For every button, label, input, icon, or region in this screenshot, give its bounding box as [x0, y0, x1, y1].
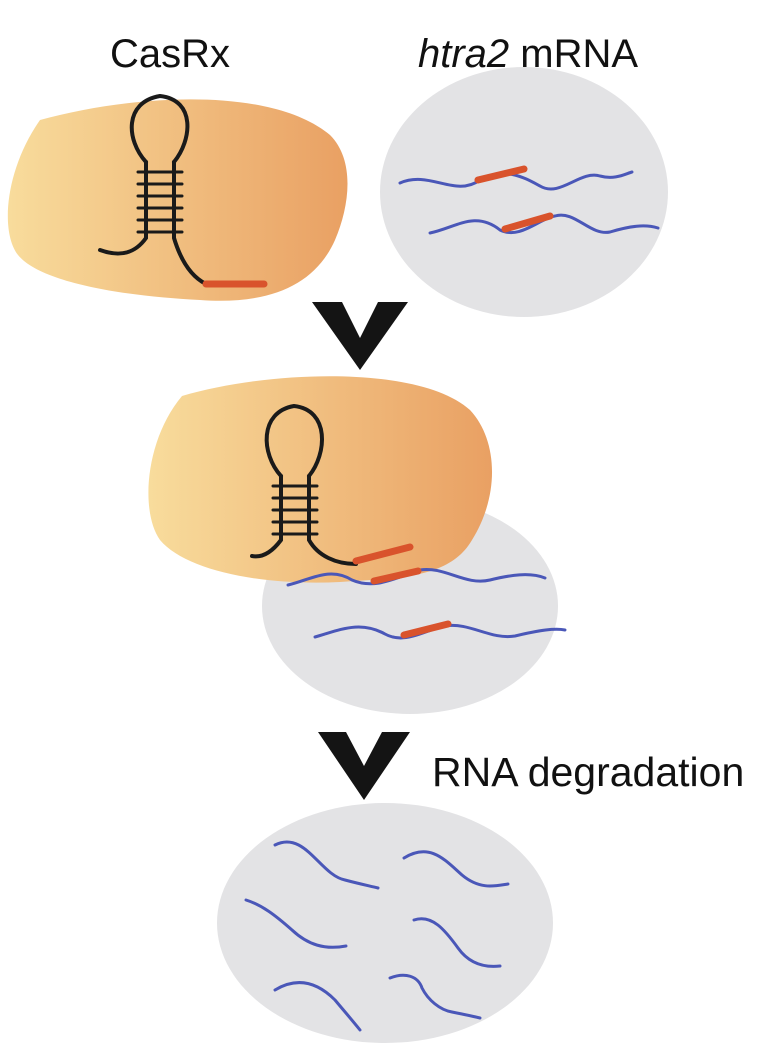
guide-rna-hairpin-top — [98, 93, 268, 288]
mrna-strands-middle — [286, 567, 567, 640]
htra2-gene-name: htra2 — [418, 32, 510, 76]
rna-degradation-label: RNA degradation — [432, 749, 745, 795]
guide-rna-hairpin-middle — [250, 403, 414, 566]
rna-fragments — [244, 840, 510, 1032]
casrx-label: CasRx — [110, 32, 231, 76]
casrx-protein-top — [7, 99, 348, 301]
arrow-down-icon — [318, 732, 410, 800]
mrna-vesicle-bottom — [217, 803, 553, 1043]
casrx-protein-middle — [148, 376, 493, 583]
mrna-suffix: mRNA — [509, 32, 639, 76]
htra2-mrna-label: htra2 mRNA — [418, 34, 638, 74]
mrna-vesicle-top — [380, 67, 668, 317]
arrow-down-icon — [312, 302, 408, 370]
